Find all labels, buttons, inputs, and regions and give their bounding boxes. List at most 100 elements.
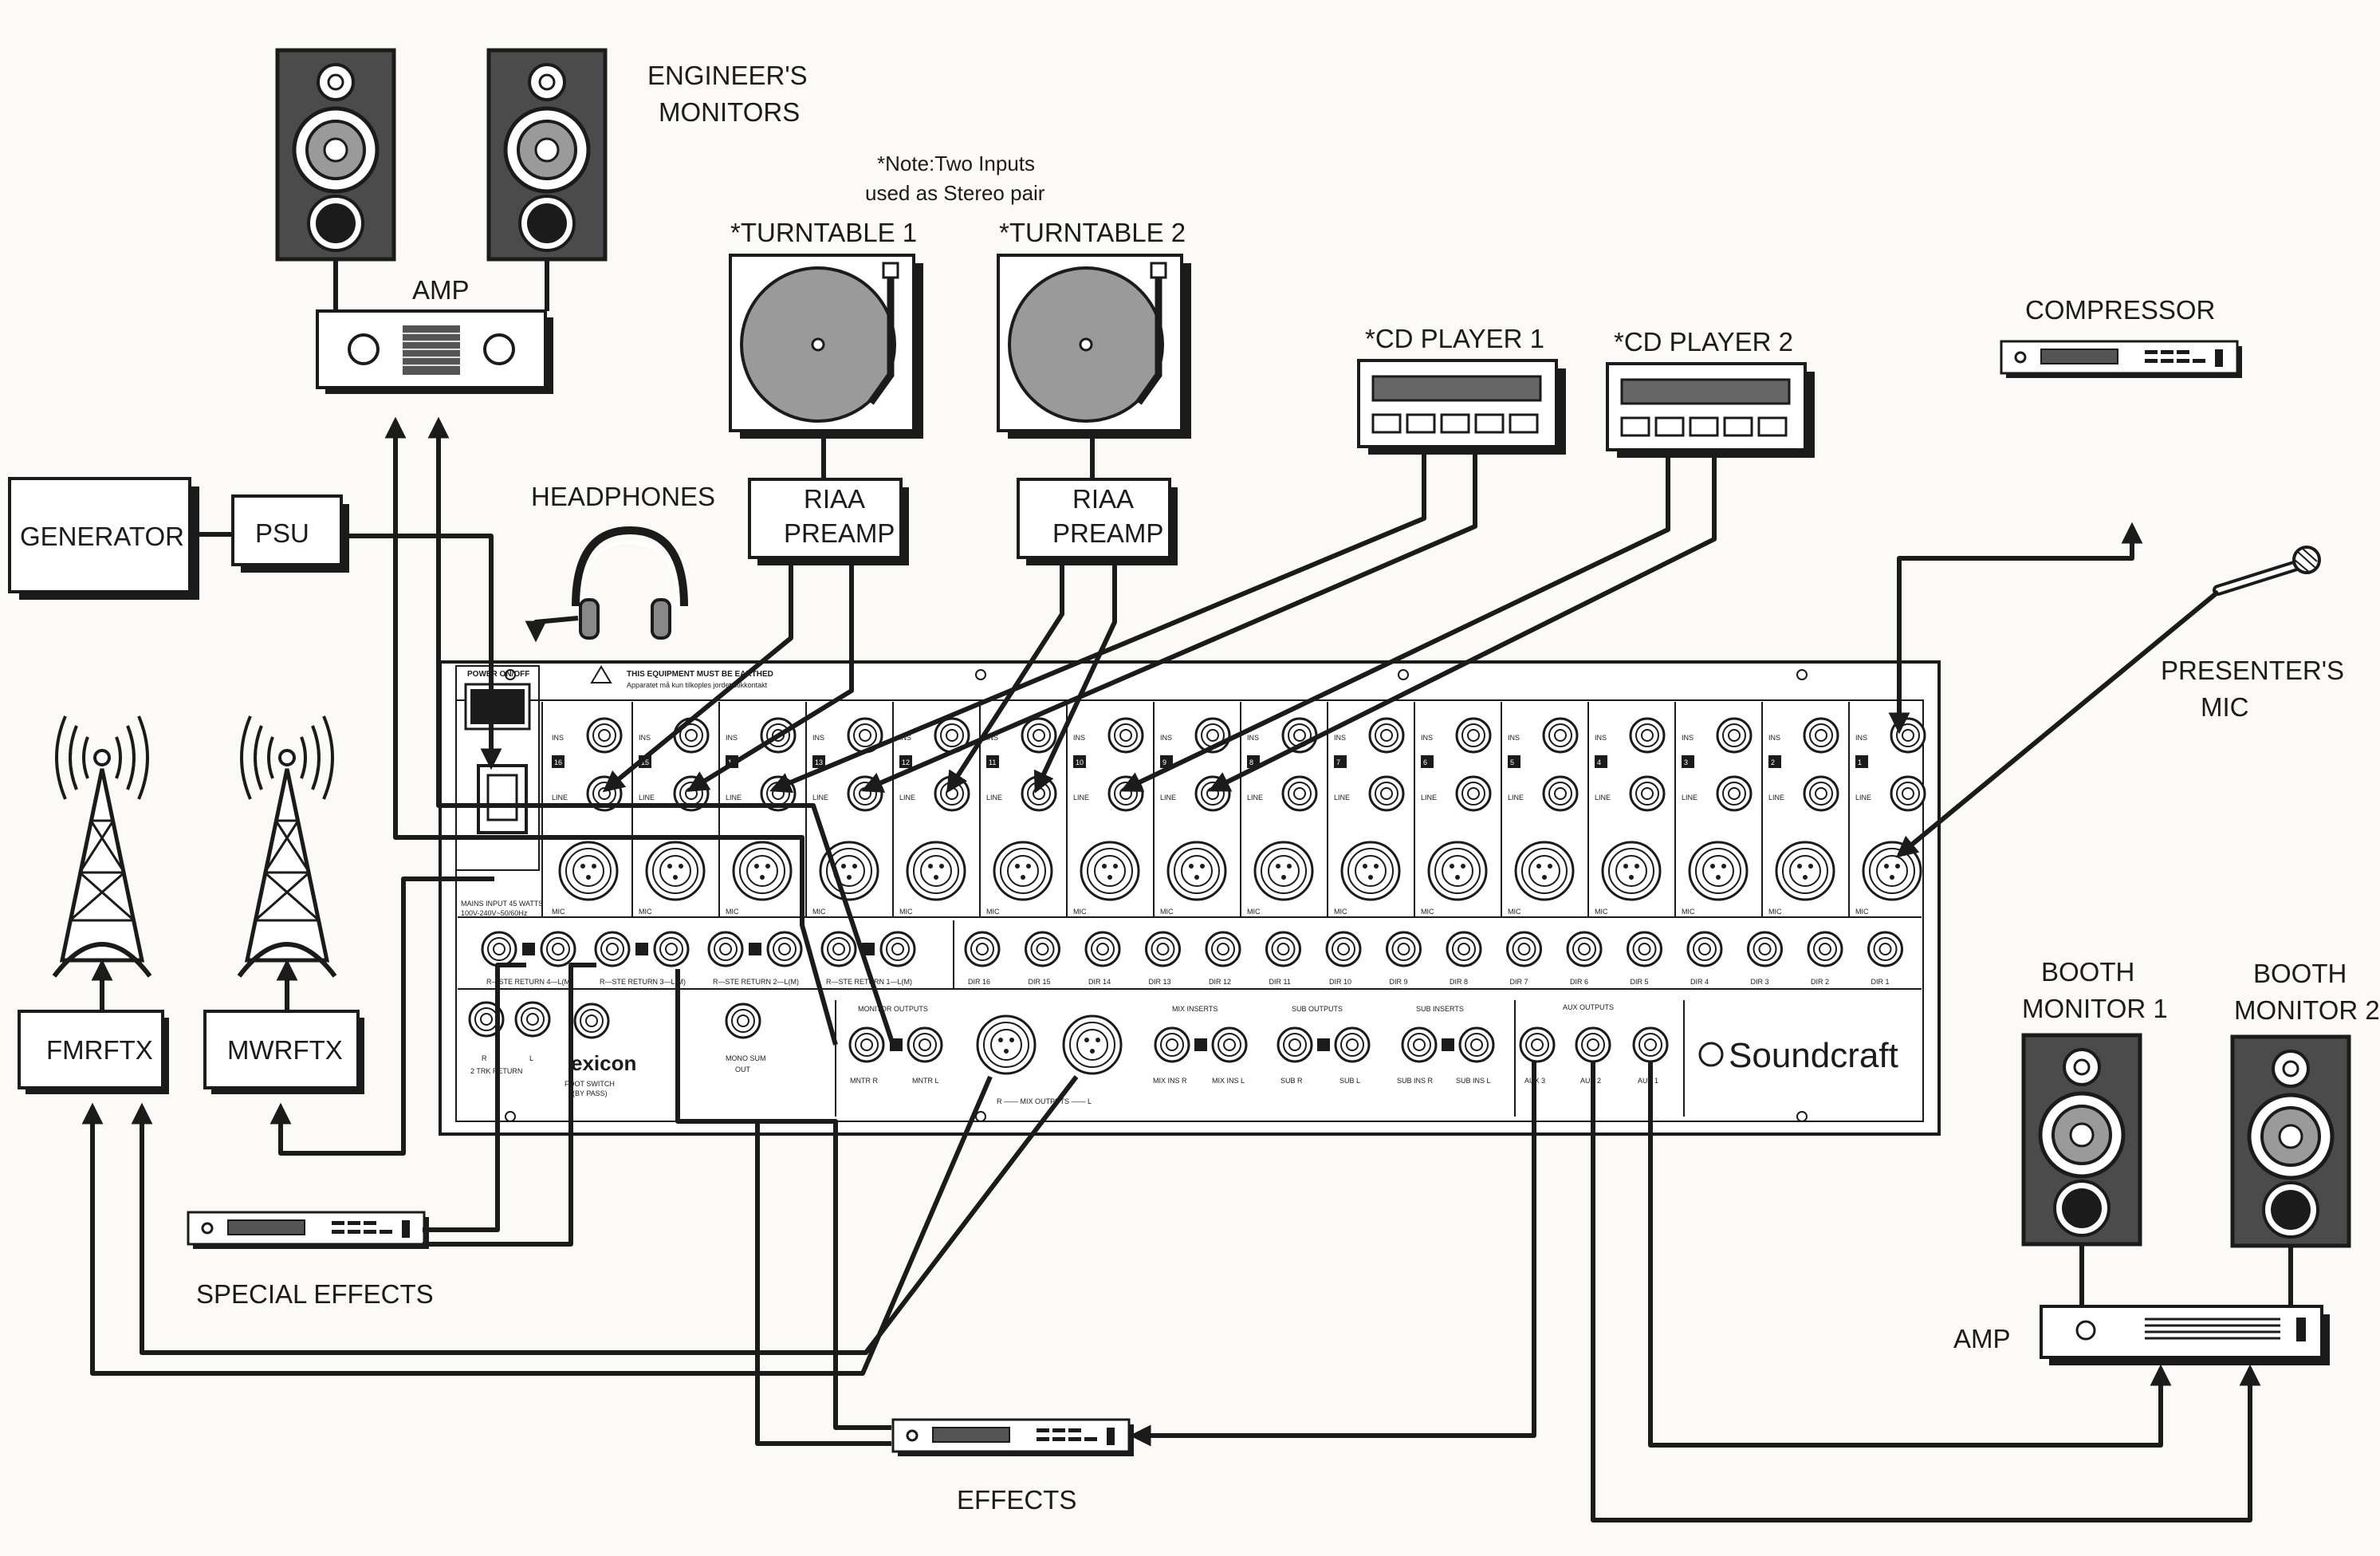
- mic-xlr: [645, 841, 706, 901]
- ins-label: INS: [812, 734, 824, 742]
- generator-label: GENERATOR: [20, 522, 184, 551]
- mic-xlr: [1427, 841, 1488, 901]
- dir-label: DIR 6: [1570, 978, 1588, 986]
- engineers-monitors-label-1: ENGINEER'S: [647, 61, 808, 90]
- fm-tower-icon: [54, 716, 150, 976]
- mntr-r: MNTR R: [850, 1077, 878, 1085]
- amp-top-label: AMP: [412, 275, 470, 305]
- direct-out-14: DIR 14: [1084, 931, 1121, 986]
- turntable-1-label: *TURNTABLE 1: [730, 218, 917, 247]
- line-jack: [1629, 775, 1666, 812]
- mic-xlr: [1080, 841, 1140, 901]
- mixer-bottom-row: R L 2 TRK RETURN exicon FOOT SWITCH (BY …: [468, 1000, 1898, 1117]
- line-label: LINE: [1073, 794, 1089, 802]
- ins-label: INS: [1421, 734, 1433, 742]
- ins-label: INS: [1595, 734, 1607, 742]
- insert-jack: [1716, 717, 1753, 754]
- direct-out-8: DIR 8: [1446, 931, 1482, 986]
- fmrftx-label: FMRFTX: [46, 1035, 153, 1065]
- cd-player-2-label: *CD PLAYER 2: [1614, 327, 1793, 357]
- insert-jack: [1455, 717, 1492, 754]
- insert-jack: [1107, 717, 1144, 754]
- ste-return-2: R—STE RETURN 2—L(M): [707, 931, 803, 986]
- line-label: LINE: [1595, 794, 1611, 802]
- line-label: LINE: [639, 794, 655, 802]
- insert-jack: [1021, 717, 1057, 754]
- special-effects-unit: [187, 1211, 431, 1251]
- turntable-2-label: *TURNTABLE 2: [999, 218, 1186, 247]
- mic-xlr: [1514, 841, 1575, 901]
- line-label: LINE: [726, 794, 742, 802]
- ins-label: INS: [552, 734, 564, 742]
- mic-xlr: [1775, 841, 1835, 901]
- sub-outputs-label: SUB OUTPUTS: [1292, 1005, 1343, 1013]
- mic-xlr: [558, 841, 619, 901]
- mic-xlr: [1688, 841, 1749, 901]
- channel-number: 13: [815, 758, 823, 766]
- mix-ins-l: MIX INS L: [1212, 1077, 1245, 1085]
- foot-switch-label-2: (BY PASS): [572, 1089, 608, 1097]
- ins-label: INS: [1855, 734, 1867, 742]
- line-jack: [1368, 775, 1405, 812]
- engineer-amp: [316, 309, 553, 394]
- insert-jack: [586, 717, 623, 754]
- channel-number: 3: [1684, 758, 1688, 766]
- ste-return-label: R—STE RETURN 3—L(M): [600, 978, 686, 986]
- fmrftx: FMRFTX: [18, 1010, 169, 1094]
- line-label: LINE: [552, 794, 568, 802]
- monitor-outputs-label: MONITOR OUTPUTS: [858, 1005, 928, 1013]
- ste-return-1: R—STE RETURN 1—L(M): [820, 931, 916, 986]
- insert-jack: [1890, 717, 1926, 754]
- mic-label: MIC: [1682, 908, 1695, 916]
- mic-label: MIC: [899, 908, 913, 916]
- mic-xlr: [1601, 841, 1662, 901]
- direct-out-9: DIR 9: [1386, 931, 1422, 986]
- channel-number: 8: [1249, 758, 1253, 766]
- microphone-icon: [2213, 546, 2321, 596]
- mic-label: MIC: [1073, 908, 1087, 916]
- special-effects-label: SPECIAL EFFECTS: [196, 1279, 434, 1309]
- direct-out-13: DIR 13: [1145, 931, 1181, 986]
- line-label: LINE: [1508, 794, 1524, 802]
- direct-out-6: DIR 6: [1566, 931, 1603, 986]
- mic-label: MIC: [1421, 908, 1434, 916]
- sub-inserts-label: SUB INSERTS: [1416, 1005, 1464, 1013]
- insert-jack: [1368, 717, 1405, 754]
- channel-number: 4: [1597, 758, 1601, 766]
- direct-out-4: DIR 4: [1686, 931, 1723, 986]
- direct-out-10: DIR 10: [1325, 931, 1362, 986]
- mix-ins-r: MIX INS R: [1153, 1077, 1187, 1085]
- line-jack: [1542, 775, 1579, 812]
- line-label: LINE: [1768, 794, 1784, 802]
- headphones-label: HEADPHONES: [531, 482, 715, 511]
- ste-return-label: R—STE RETURN 2—L(M): [713, 978, 799, 986]
- channel-number: 5: [1510, 758, 1514, 766]
- direct-out-2: DIR 2: [1807, 931, 1843, 986]
- booth-amp: [2040, 1305, 2330, 1365]
- engineer-monitor-left: [277, 50, 394, 259]
- two-trk-r: R: [482, 1054, 487, 1062]
- psu-label: PSU: [255, 518, 309, 548]
- line-label: LINE: [1334, 794, 1350, 802]
- mic-label: MIC: [1768, 908, 1782, 916]
- compressor: [2000, 340, 2244, 380]
- mic-label: MIC: [1508, 908, 1521, 916]
- mic-xlr: [906, 841, 966, 901]
- ste-return-label: R—STE RETURN 1—L(M): [826, 978, 912, 986]
- booth-1-label-2: MONITOR 1: [2022, 994, 2168, 1023]
- line-jack: [1890, 775, 1926, 812]
- insert-jack: [1803, 717, 1839, 754]
- direct-out-11: DIR 11: [1265, 931, 1301, 986]
- effects-label: EFFECTS: [957, 1485, 1076, 1515]
- lexicon-logo: exicon: [571, 1051, 636, 1075]
- mic-label: MIC: [1247, 908, 1261, 916]
- ins-label: INS: [1247, 734, 1259, 742]
- soundcraft-logo: Soundcraft: [1729, 1036, 1898, 1075]
